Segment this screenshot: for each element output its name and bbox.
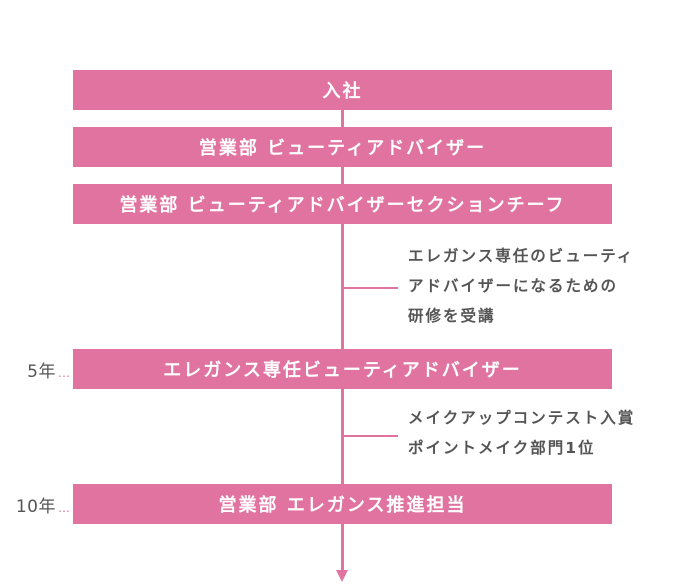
year-marker-10: 10年…	[16, 492, 71, 517]
note-line: アドバイザーになるための	[408, 277, 619, 295]
stage-beauty-advisor: 営業部 ビューティアドバイザー	[73, 127, 612, 167]
note-connector	[344, 435, 398, 437]
note-contest: メイクアップコンテスト入賞 ポイントメイク部門1位	[408, 403, 687, 463]
note-line: エレガンス専任のビューティ	[408, 247, 635, 265]
note-line: ポイントメイク部門1位	[408, 439, 596, 457]
stage-section-chief: 営業部 ビューティアドバイザーセクションチーフ	[73, 184, 612, 224]
stage-elegance-advisor: エレガンス専任ビューティアドバイザー	[73, 349, 612, 389]
note-training: エレガンス専任のビューティ アドバイザーになるための 研修を受講	[408, 241, 687, 331]
timeline-arrow-icon	[336, 570, 348, 582]
dotted-leader: …	[58, 366, 71, 380]
stage-elegance-promotion: 営業部 エレガンス推進担当	[73, 484, 612, 524]
note-connector	[344, 287, 398, 289]
year-label: 10年	[15, 497, 56, 517]
dotted-leader: …	[58, 501, 71, 515]
note-line: メイクアップコンテスト入賞	[408, 409, 636, 427]
year-marker-5: 5年…	[27, 357, 71, 382]
note-line: 研修を受講	[408, 307, 496, 325]
timeline-line	[341, 110, 344, 572]
stage-joined: 入社	[73, 70, 612, 110]
year-label: 5年	[27, 362, 56, 382]
